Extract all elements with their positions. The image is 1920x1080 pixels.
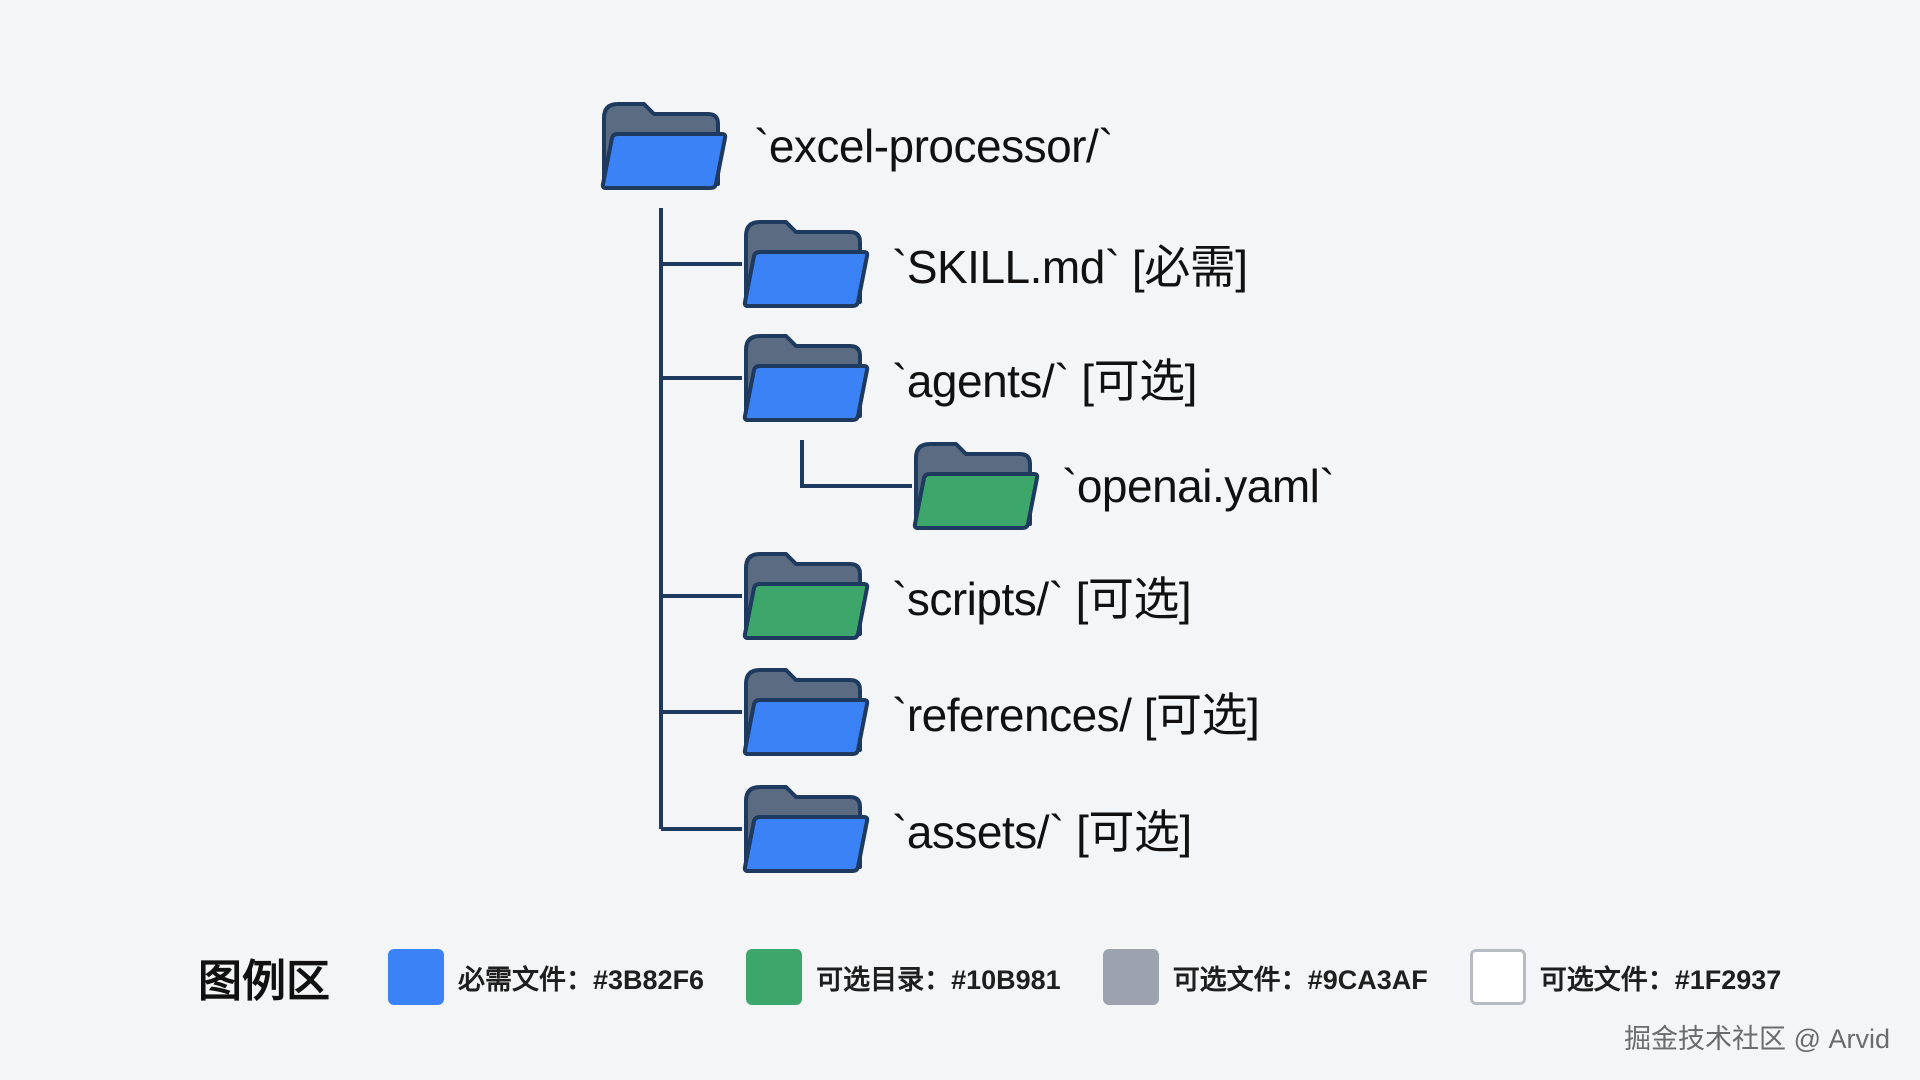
legend-item-required-file: 必需文件：#3B82F6 bbox=[388, 949, 704, 1005]
legend-item-optional-file-gray: 可选文件：#9CA3AF bbox=[1102, 949, 1428, 1005]
node-agents[interactable]: `agents/` [可选] bbox=[742, 332, 1197, 424]
folder-icon bbox=[742, 552, 870, 640]
legend-item-optional-dir: 可选目录：#10B981 bbox=[746, 949, 1061, 1005]
node-skill-label: `SKILL.md` [必需] bbox=[892, 241, 1248, 293]
folder-icon bbox=[742, 785, 870, 873]
node-openai[interactable]: `openai.yaml` bbox=[912, 440, 1335, 532]
node-assets-label: `assets/` [可选] bbox=[892, 806, 1192, 858]
node-references-label: `references/ [可选] bbox=[892, 689, 1260, 741]
legend-title: 图例区 bbox=[198, 957, 330, 1006]
legend-swatch bbox=[1469, 949, 1526, 1005]
legend-text: 可选文件：#1F2937 bbox=[1539, 964, 1782, 995]
legend-item-optional-file-white: 可选文件：#1F2937 bbox=[1469, 949, 1782, 1005]
folder-icon bbox=[600, 102, 728, 190]
node-scripts-label: `scripts/` [可选] bbox=[892, 573, 1192, 625]
folder-icon bbox=[742, 668, 870, 756]
node-skill[interactable]: `SKILL.md` [必需] bbox=[742, 218, 1248, 310]
legend-swatch bbox=[746, 949, 803, 1005]
folder-icon bbox=[742, 334, 870, 422]
watermark: 掘金技术社区 @ Arvid bbox=[1624, 1024, 1890, 1054]
node-references[interactable]: `references/ [可选] bbox=[742, 666, 1260, 758]
node-root[interactable]: `excel-processor/` bbox=[600, 100, 1114, 192]
node-root-label: `excel-processor/` bbox=[754, 120, 1114, 172]
legend-text: 可选目录：#10B981 bbox=[816, 964, 1061, 995]
branch-openai bbox=[800, 440, 912, 488]
node-scripts[interactable]: `scripts/` [可选] bbox=[742, 550, 1192, 642]
legend: 图例区 必需文件：#3B82F6 可选目录：#10B981 可选文件：#9CA3… bbox=[198, 945, 1823, 1009]
legend-text: 可选文件：#9CA3AF bbox=[1172, 964, 1428, 995]
node-assets[interactable]: `assets/` [可选] bbox=[742, 783, 1192, 875]
folder-icon bbox=[912, 442, 1040, 530]
folder-icon bbox=[742, 220, 870, 308]
legend-swatch bbox=[388, 949, 444, 1005]
node-agents-label: `agents/` [可选] bbox=[892, 355, 1197, 407]
legend-swatch bbox=[1102, 949, 1159, 1005]
legend-text: 必需文件：#3B82F6 bbox=[458, 964, 705, 995]
node-openai-label: `openai.yaml` bbox=[1062, 460, 1335, 512]
